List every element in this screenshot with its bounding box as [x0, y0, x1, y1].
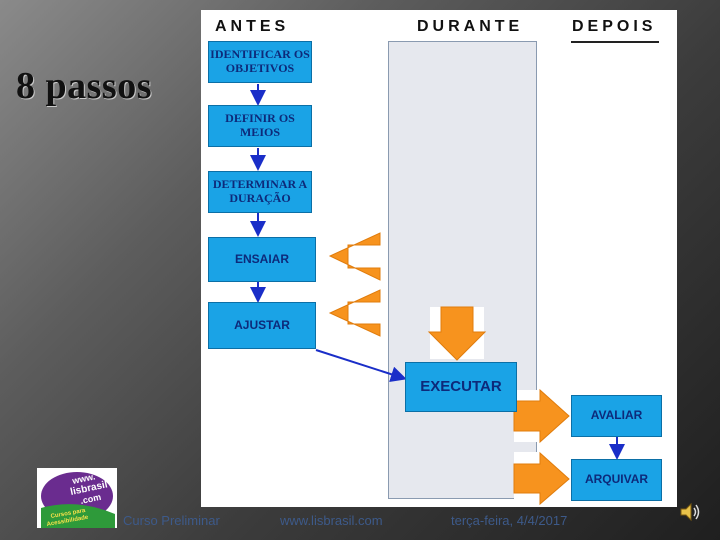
- speaker-icon[interactable]: [678, 500, 702, 524]
- flow-diagram: ANTES DURANTE DEPOIS: [201, 10, 677, 507]
- step-avaliar: AVALIAR: [571, 395, 662, 437]
- slide-title: 8 passos: [16, 65, 152, 107]
- step-identificar-objetivos: IDENTIFICAR OS OBJETIVOS: [208, 41, 312, 83]
- flow-arrow: [315, 349, 407, 382]
- orange-arrow-right: [513, 451, 570, 506]
- column-header-durante: DURANTE: [417, 18, 524, 35]
- step-ajustar: AJUSTAR: [208, 302, 316, 349]
- orange-arrow-down: [427, 306, 487, 361]
- footer-date: terça-feira, 4/4/2017: [451, 513, 568, 528]
- step-arquivar: ARQUIVAR: [571, 459, 662, 501]
- slide-footer: Curso Preliminar www.lisbrasil.com terça…: [0, 513, 720, 533]
- column-header-depois: DEPOIS: [572, 18, 657, 35]
- footer-website[interactable]: www.lisbrasil.com: [280, 513, 383, 528]
- lisbrasil-logo: www. lisbrasil .com Cursos para Acessibi…: [37, 468, 117, 528]
- footer-course: Curso Preliminar: [123, 513, 220, 528]
- logo-text: www.: [70, 471, 96, 486]
- step-determinar-duracao: DETERMINAR A DURAÇÃO: [208, 171, 312, 213]
- step-ensaiar: ENSAIAR: [208, 237, 316, 282]
- header-underline: [571, 41, 659, 43]
- arrows-layer: [250, 84, 625, 506]
- step-definir-meios: DEFINIR OS MEIOS: [208, 105, 312, 147]
- column-header-antes: ANTES: [215, 18, 290, 35]
- logo-text: .com: [79, 492, 102, 506]
- step-executar: EXECUTAR: [405, 362, 517, 412]
- orange-arrow-right: [513, 388, 570, 444]
- orange-arrow-left: [328, 232, 383, 281]
- orange-arrow-left: [328, 289, 383, 337]
- durante-column: [388, 41, 537, 499]
